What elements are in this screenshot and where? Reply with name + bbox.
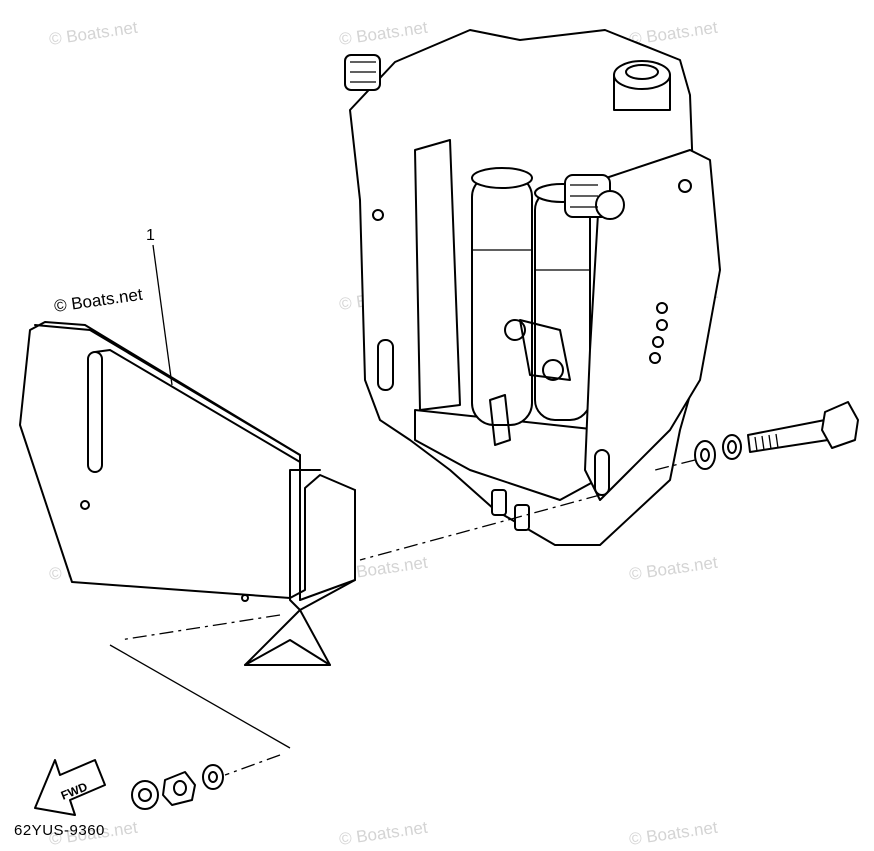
leader-line	[224, 754, 281, 776]
drawing-code: 62YUS-9360	[14, 822, 105, 839]
watermark-text: © Boats.net	[628, 818, 719, 849]
part-callout-number: 1	[146, 227, 155, 244]
watermark-text: © Boats.net	[628, 553, 719, 584]
watermark-text: © Boats.net	[338, 18, 429, 49]
bolt-and-washers-right	[654, 401, 859, 471]
callout-leader	[152, 244, 173, 386]
watermark-text: © Boats.net	[338, 818, 429, 849]
forward-arrow: FWD	[34, 759, 106, 816]
watermark-text-dark: © Boats.net	[53, 285, 144, 316]
leader-line	[119, 614, 281, 641]
leader-line	[109, 644, 291, 749]
nut-and-washers-bottom	[131, 764, 224, 810]
clamp-bracket-assembly	[344, 29, 721, 546]
watermark-text: © Boats.net	[48, 18, 139, 49]
part-1-plate: 1 © Boats.net	[19, 227, 356, 666]
